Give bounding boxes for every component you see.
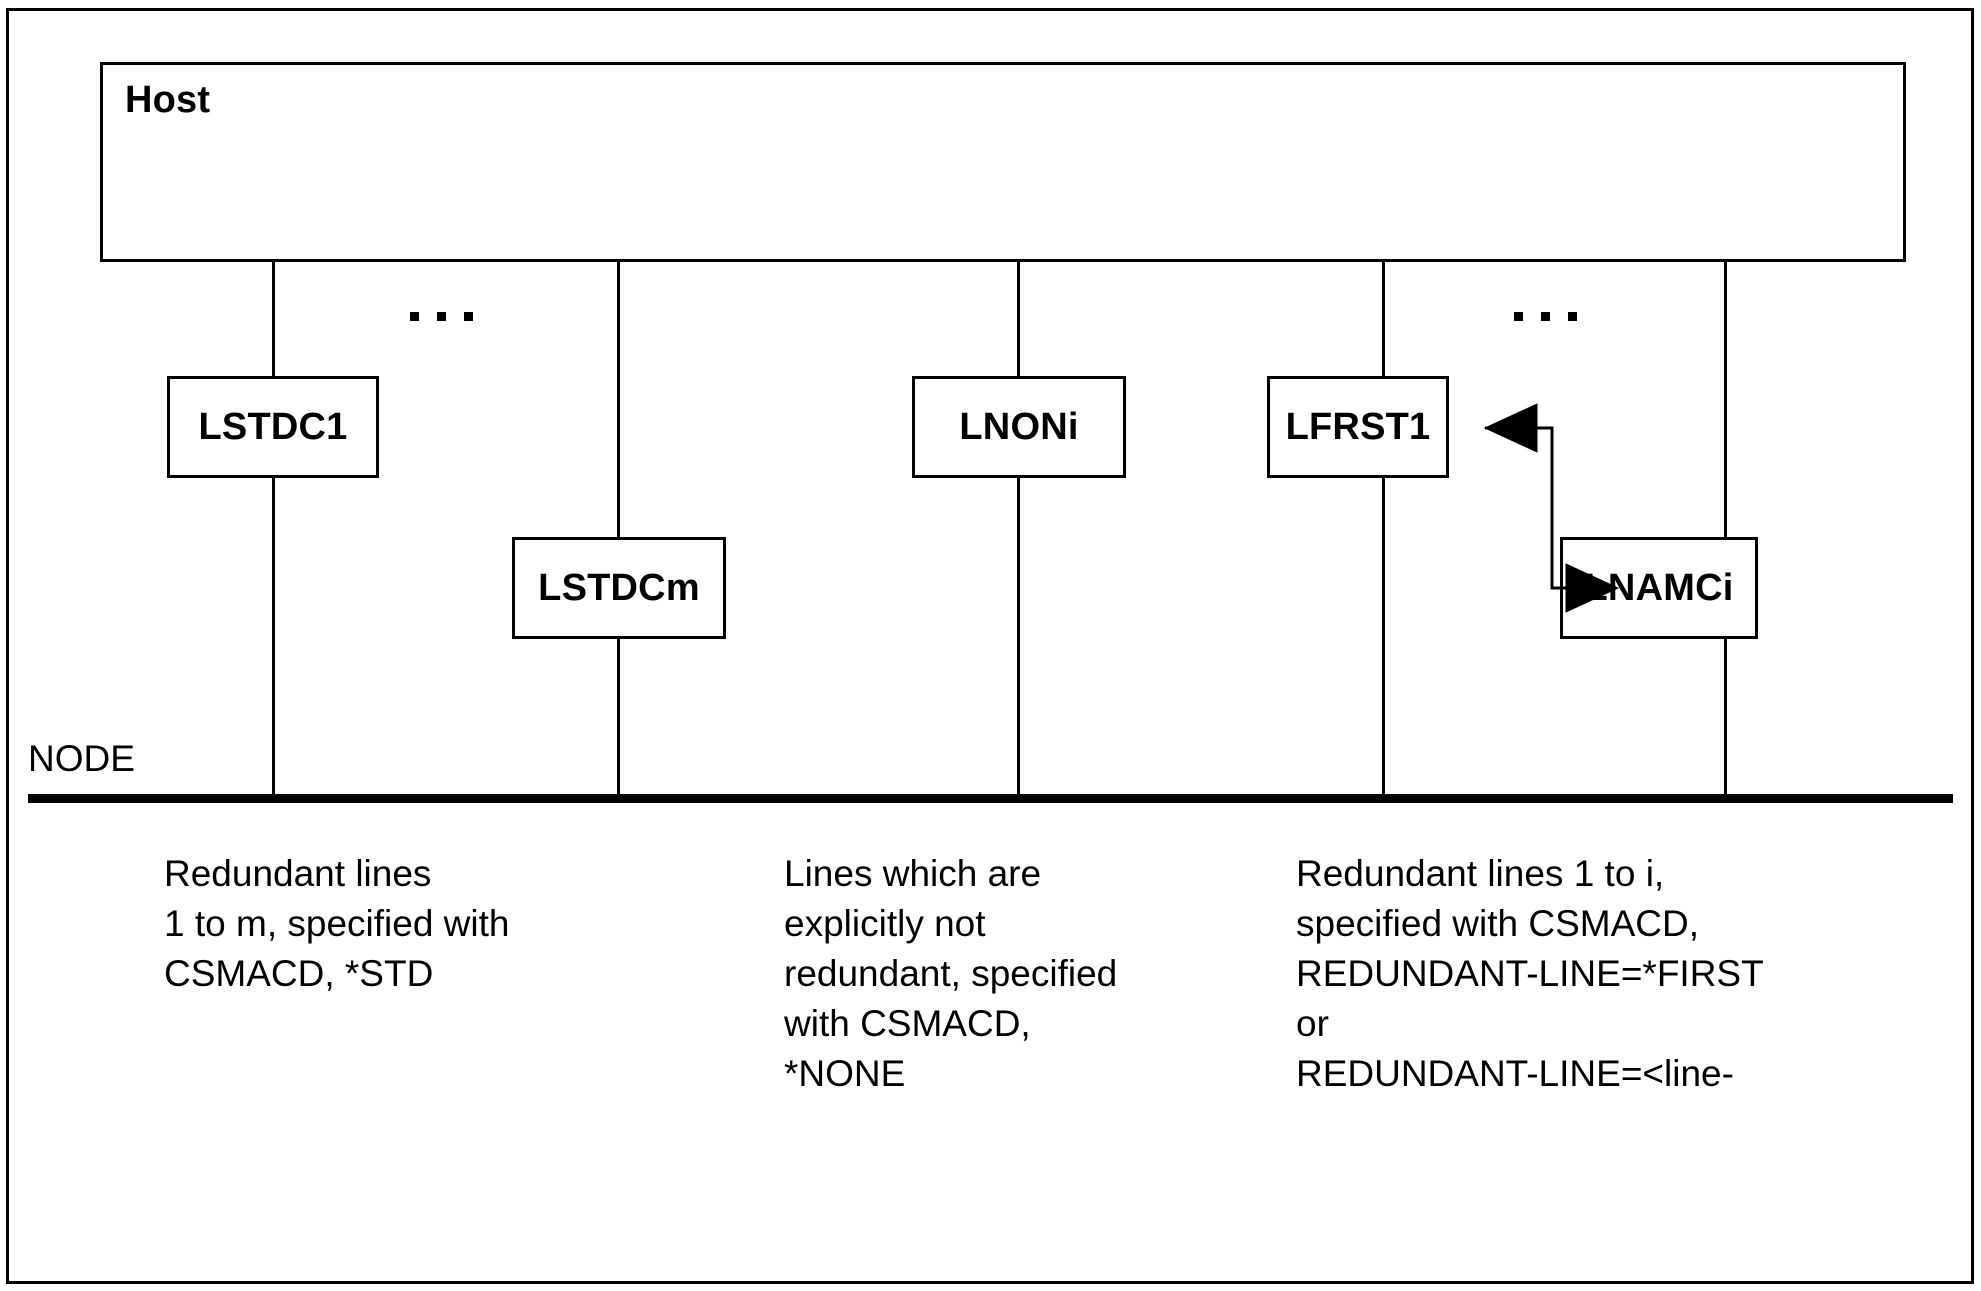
ellipsis-dot [464, 312, 473, 321]
line-box-lstdcm: LSTDCm [512, 537, 726, 639]
line-box-lstdc1: LSTDC1 [167, 376, 379, 478]
ellipsis-right [1514, 312, 1577, 321]
arrowhead-to-lnamci [1565, 563, 1620, 613]
line-box-lnoni-label: LNONi [959, 405, 1079, 448]
ellipsis-dot [410, 312, 419, 321]
line-box-lstdcm-label: LSTDCm [538, 566, 700, 609]
trunk-line-lstdc1 [272, 260, 275, 797]
ellipsis-dot [1514, 312, 1523, 321]
redundancy-connector [1483, 403, 1620, 613]
line-box-lfrst1: LFRST1 [1267, 376, 1449, 478]
ellipsis-dot [1568, 312, 1577, 321]
trunk-line-lnoni [1017, 260, 1020, 797]
ellipsis-dot [437, 312, 446, 321]
trunk-line-lnamci [1724, 260, 1727, 797]
ellipsis-left [410, 312, 473, 321]
ellipsis-dot [1541, 312, 1550, 321]
caption-redundant-first: Redundant lines 1 to i, specified with C… [1296, 853, 1764, 1094]
diagram-outer-frame [6, 8, 1974, 1284]
trunk-line-lstdcm [617, 260, 620, 797]
line-box-lnoni: LNONi [912, 376, 1126, 478]
host-box: Host [100, 62, 1906, 262]
trunk-line-lfrst1 [1382, 260, 1385, 797]
host-box-label: Host [125, 79, 211, 121]
line-box-lfrst1-label: LFRST1 [1285, 405, 1431, 448]
node-boundary-bar [28, 794, 1953, 803]
arrowhead-to-lfrst1 [1483, 403, 1538, 453]
caption-not-redundant: Lines which are explicitly not redundant… [784, 853, 1118, 1094]
node-boundary-label: NODE [28, 738, 135, 779]
line-box-lstdc1-label: LSTDC1 [198, 405, 348, 448]
caption-redundant-std: Redundant lines 1 to m, specified with C… [164, 853, 510, 994]
